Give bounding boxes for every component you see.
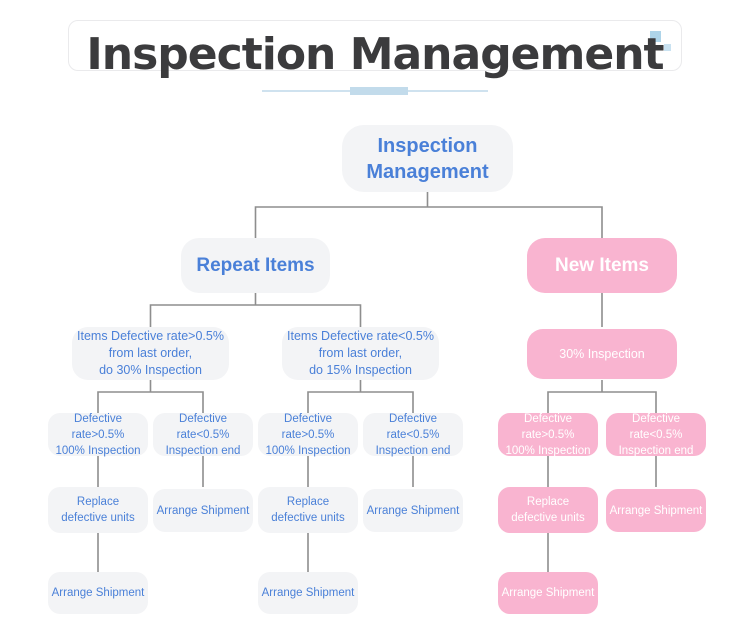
node-p-arrange-shipment: Arrange Shipment [606,489,706,532]
node-new-30pct-inspection: 30% Inspection [527,329,677,379]
connector-level4-to-level5 [97,456,657,487]
node-p-defective-high: Defective rate>0.5% 100% Inspection [498,413,598,457]
node-root: Inspection Management [342,125,513,192]
node-b-defective-low: Defective rate<0.5% Inspection end [363,413,463,457]
node-a-arrange-shipment: Arrange Shipment [153,489,253,532]
node-repeat-items: Repeat Items [181,238,330,293]
connector-root-to-level2 [254,192,603,238]
connector-branch-pink [547,380,657,413]
decor-square-large [650,31,661,42]
decor-square-small [664,44,671,51]
node-b-arrange-shipment-final: Arrange Shipment [258,572,358,614]
connector-level5-to-level6 [97,533,549,572]
node-p-defective-low: Defective rate<0.5% Inspection end [606,413,706,457]
node-a-defective-high: Defective rate>0.5% 100% Inspection [48,413,148,457]
connector-repeat-to-children [149,293,362,327]
node-new-items: New Items [527,238,677,293]
node-a-defective-low: Defective rate<0.5% Inspection end [153,413,253,457]
node-b-replace-units: Replace defective units [258,487,358,533]
title-card [68,20,682,71]
node-a-replace-units: Replace defective units [48,487,148,533]
node-b-arrange-shipment: Arrange Shipment [363,489,463,532]
connector-branch-a [97,380,204,413]
node-p-arrange-shipment-final: Arrange Shipment [498,572,598,614]
node-p-replace-units: Replace defective units [498,487,598,533]
page-title: Inspection Management [86,29,664,80]
node-repeat-high-rate: Items Defective rate>0.5% from last orde… [72,327,229,380]
node-b-defective-high: Defective rate>0.5% 100% Inspection [258,413,358,457]
node-repeat-low-rate: Items Defective rate<0.5% from last orde… [282,327,439,380]
title-underline-accent [350,87,408,95]
connector-branch-b [307,380,414,413]
node-a-arrange-shipment-final: Arrange Shipment [48,572,148,614]
